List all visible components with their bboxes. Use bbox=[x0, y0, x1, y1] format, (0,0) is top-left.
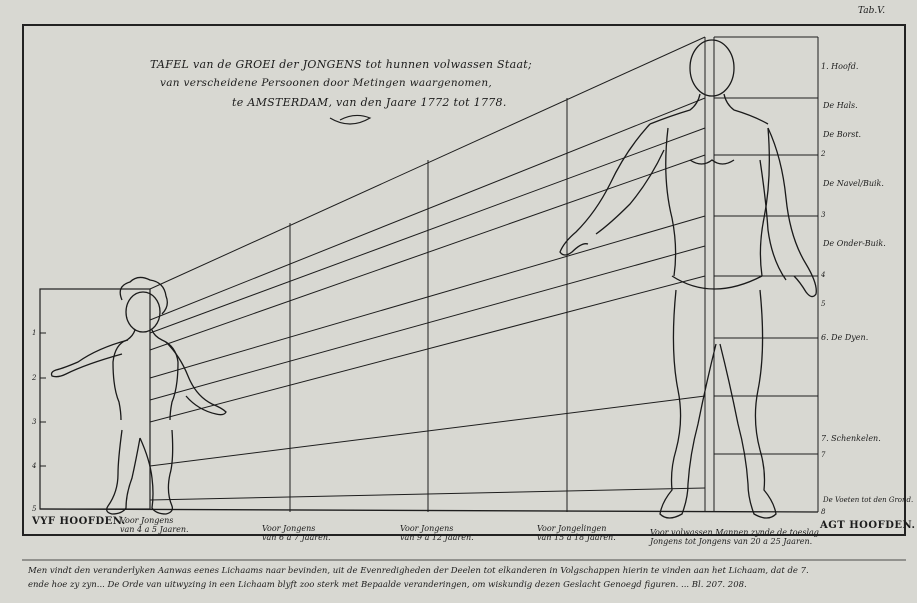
right-heads-label: AGT HOOFDEN. bbox=[820, 520, 915, 531]
left-scale-1: 1 bbox=[32, 329, 36, 337]
left-scale-3: 3 bbox=[32, 418, 36, 426]
left-scale-2: 2 bbox=[32, 374, 36, 382]
title-line-2: van verscheidene Persoonen door Metingen… bbox=[160, 77, 492, 89]
left-scale-5: 5 bbox=[32, 505, 36, 513]
right-label-onderbuik: De Onder-Buik. bbox=[823, 239, 886, 248]
column-label-2: Voor Jongens van 6 a 7 Jaaren. bbox=[262, 524, 331, 542]
right-label-dyen: 6. De Dyen. bbox=[821, 333, 868, 342]
column-label-5: Voor volwassen Mannen zynde de toeslag J… bbox=[650, 528, 819, 546]
right-label-schenkelen: 7. Schenkelen. bbox=[821, 434, 881, 443]
right-label-2: 2 bbox=[821, 150, 825, 158]
left-scale-4: 4 bbox=[32, 462, 36, 470]
child-figure bbox=[52, 277, 227, 514]
right-label-4: 4 bbox=[821, 271, 825, 279]
footer-line-1: Men vindt den veranderlyken Aanwas eenes… bbox=[28, 566, 898, 576]
right-label-voeten: De Voeten tot den Grond. bbox=[823, 496, 913, 504]
right-label-3: 3 bbox=[821, 211, 825, 219]
right-label-borst: De Borst. bbox=[823, 130, 861, 139]
left-heads-label: VYF HOOFDEN. bbox=[32, 516, 126, 527]
column-label-1: Voor Jongens van 4 a 5 Jaaren. bbox=[120, 516, 189, 534]
column-label-4: Voor Jongelingen van 15 a 18 Jaaren. bbox=[537, 524, 616, 542]
column-label-3: Voor Jongens van 9 a 12 Jaaren. bbox=[400, 524, 474, 542]
right-label-navel: De Navel/Buik. bbox=[823, 179, 884, 188]
title-line-3: te AMSTERDAM, van den Jaare 1772 tot 177… bbox=[232, 96, 507, 109]
footer-line-2: ende hoe zy zyn... De Orde van uitwyzing… bbox=[28, 580, 898, 590]
right-label-7: 7 bbox=[821, 451, 825, 459]
title-line-1: TAFEL van de GROEI der JONGENS tot hunne… bbox=[150, 58, 532, 71]
right-label-5: 5 bbox=[821, 300, 825, 308]
right-label-hals: De Hals. bbox=[823, 101, 858, 110]
right-label-8: 8 bbox=[821, 508, 825, 516]
right-label-hoofd: 1. Hoofd. bbox=[821, 62, 858, 71]
child-height-box bbox=[40, 289, 150, 509]
man-figure bbox=[560, 40, 816, 518]
